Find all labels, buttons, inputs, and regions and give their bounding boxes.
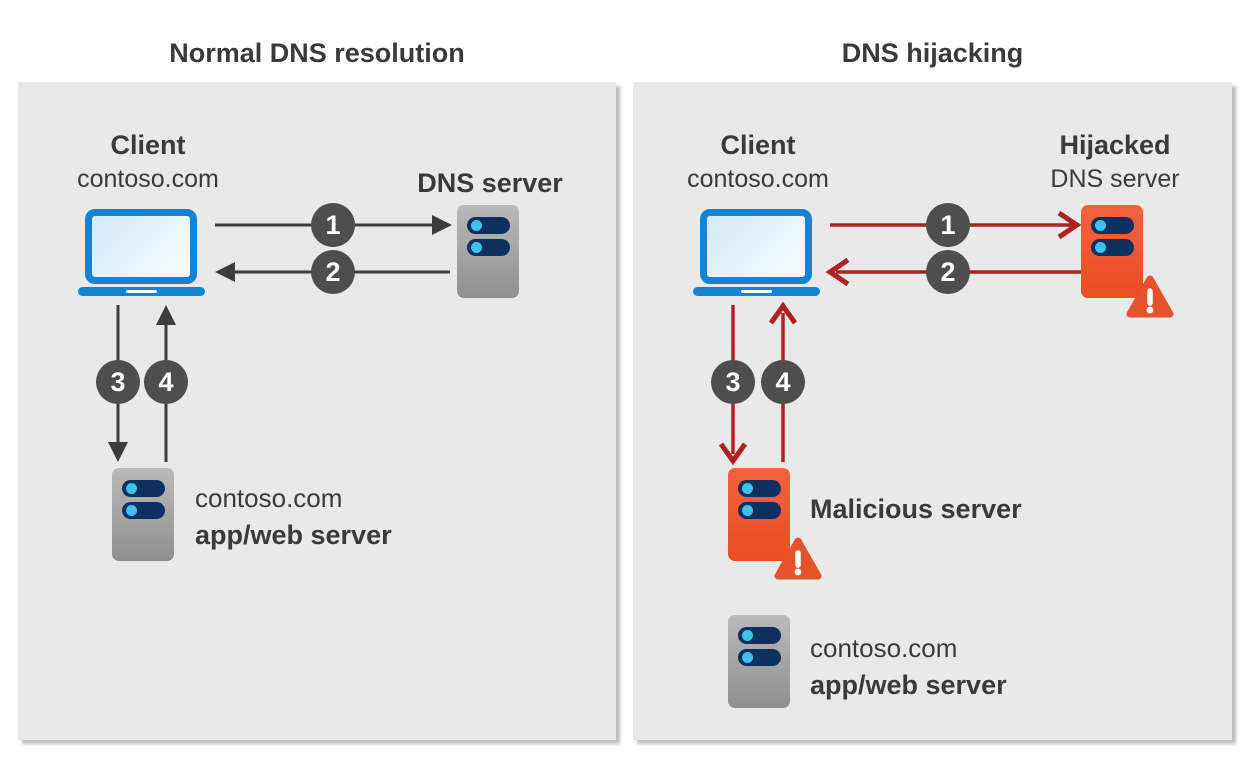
app-server-domain: contoso.com bbox=[810, 633, 958, 663]
malicious-server-icon bbox=[728, 468, 790, 561]
laptop-notch bbox=[741, 290, 772, 293]
arrow-step4-head-icon bbox=[156, 305, 176, 325]
arrow-step2-head-icon bbox=[215, 262, 235, 282]
server-disk-icon bbox=[122, 480, 165, 497]
server-led-icon bbox=[471, 242, 482, 253]
arrow-step2-head-icon bbox=[825, 257, 850, 287]
server-disk-icon bbox=[467, 239, 510, 256]
server-led-icon bbox=[742, 652, 753, 663]
client-domain: contoso.com bbox=[77, 165, 219, 193]
laptop-screen bbox=[85, 209, 197, 284]
right-panel-title: DNS hijacking bbox=[841, 38, 1024, 68]
left-panel-title: Normal DNS resolution bbox=[169, 38, 465, 68]
hijacked-label-line1: Hijacked bbox=[1059, 130, 1171, 160]
server-led-icon bbox=[742, 630, 753, 641]
laptop-notch bbox=[126, 290, 157, 293]
server-disk-icon bbox=[738, 627, 781, 644]
app-web-server-icon bbox=[728, 615, 790, 708]
step-badge-1: 1 bbox=[926, 203, 970, 247]
server-disk-icon bbox=[738, 480, 781, 497]
arrow-step1-head-icon bbox=[1057, 210, 1082, 240]
server-led-icon bbox=[126, 483, 137, 494]
step-badge-1: 1 bbox=[311, 203, 355, 247]
dns-hijacking-panel: Client contoso.com Hijacked DNS server bbox=[633, 82, 1232, 740]
warning-icon bbox=[1126, 275, 1174, 318]
server-disk-icon bbox=[738, 502, 781, 519]
app-web-server-label: contoso.com app/web server bbox=[195, 480, 392, 554]
server-disk-icon bbox=[467, 217, 510, 234]
warning-icon bbox=[774, 537, 822, 580]
server-led-icon bbox=[1095, 220, 1106, 231]
client-name: Client bbox=[110, 130, 186, 160]
server-disk-icon bbox=[738, 649, 781, 666]
step-badge-3: 3 bbox=[711, 360, 755, 404]
client-domain: contoso.com bbox=[687, 165, 829, 193]
server-disk-icon bbox=[1091, 239, 1134, 256]
step-badge-3: 3 bbox=[96, 360, 140, 404]
step-badge-4: 4 bbox=[761, 360, 805, 404]
client-laptop-icon bbox=[693, 209, 820, 296]
hijacked-label-line2: DNS server bbox=[1050, 165, 1180, 193]
client-label: Client contoso.com bbox=[48, 128, 248, 196]
arrow-step3-head-icon bbox=[718, 442, 748, 466]
app-server-domain: contoso.com bbox=[195, 483, 343, 513]
normal-dns-panel: Client contoso.com DNS server contoso.co… bbox=[18, 82, 616, 740]
server-disk-icon bbox=[1091, 217, 1134, 234]
laptop-screen bbox=[700, 209, 812, 284]
server-led-icon bbox=[742, 483, 753, 494]
client-label: Client contoso.com bbox=[658, 128, 858, 196]
arrow-step3-head-icon bbox=[108, 442, 128, 462]
step-badge-2: 2 bbox=[311, 250, 355, 294]
arrow-step4-head-icon bbox=[768, 301, 798, 325]
dns-server-label: DNS server bbox=[417, 168, 563, 198]
malicious-server-label: Malicious server bbox=[810, 494, 1022, 524]
arrow-step1-head-icon bbox=[432, 215, 452, 235]
client-name: Client bbox=[720, 130, 796, 160]
app-web-server-label: contoso.com app/web server bbox=[810, 630, 1007, 704]
client-laptop-icon bbox=[78, 209, 205, 296]
hijacked-dns-server-label: Hijacked DNS server bbox=[1015, 128, 1215, 196]
step-badge-4: 4 bbox=[144, 360, 188, 404]
app-web-server-icon bbox=[112, 468, 174, 561]
app-server-name: app/web server bbox=[195, 520, 392, 550]
warning-exclamation-dot bbox=[1146, 306, 1154, 314]
server-led-icon bbox=[471, 220, 482, 231]
server-disk-icon bbox=[122, 502, 165, 519]
server-led-icon bbox=[1095, 242, 1106, 253]
dns-server-icon bbox=[457, 205, 519, 298]
warning-exclamation-dot bbox=[794, 568, 802, 576]
server-led-icon bbox=[742, 505, 753, 516]
app-server-name: app/web server bbox=[810, 670, 1007, 700]
server-led-icon bbox=[126, 505, 137, 516]
hijacked-dns-server-icon bbox=[1081, 205, 1143, 298]
step-badge-2: 2 bbox=[926, 250, 970, 294]
